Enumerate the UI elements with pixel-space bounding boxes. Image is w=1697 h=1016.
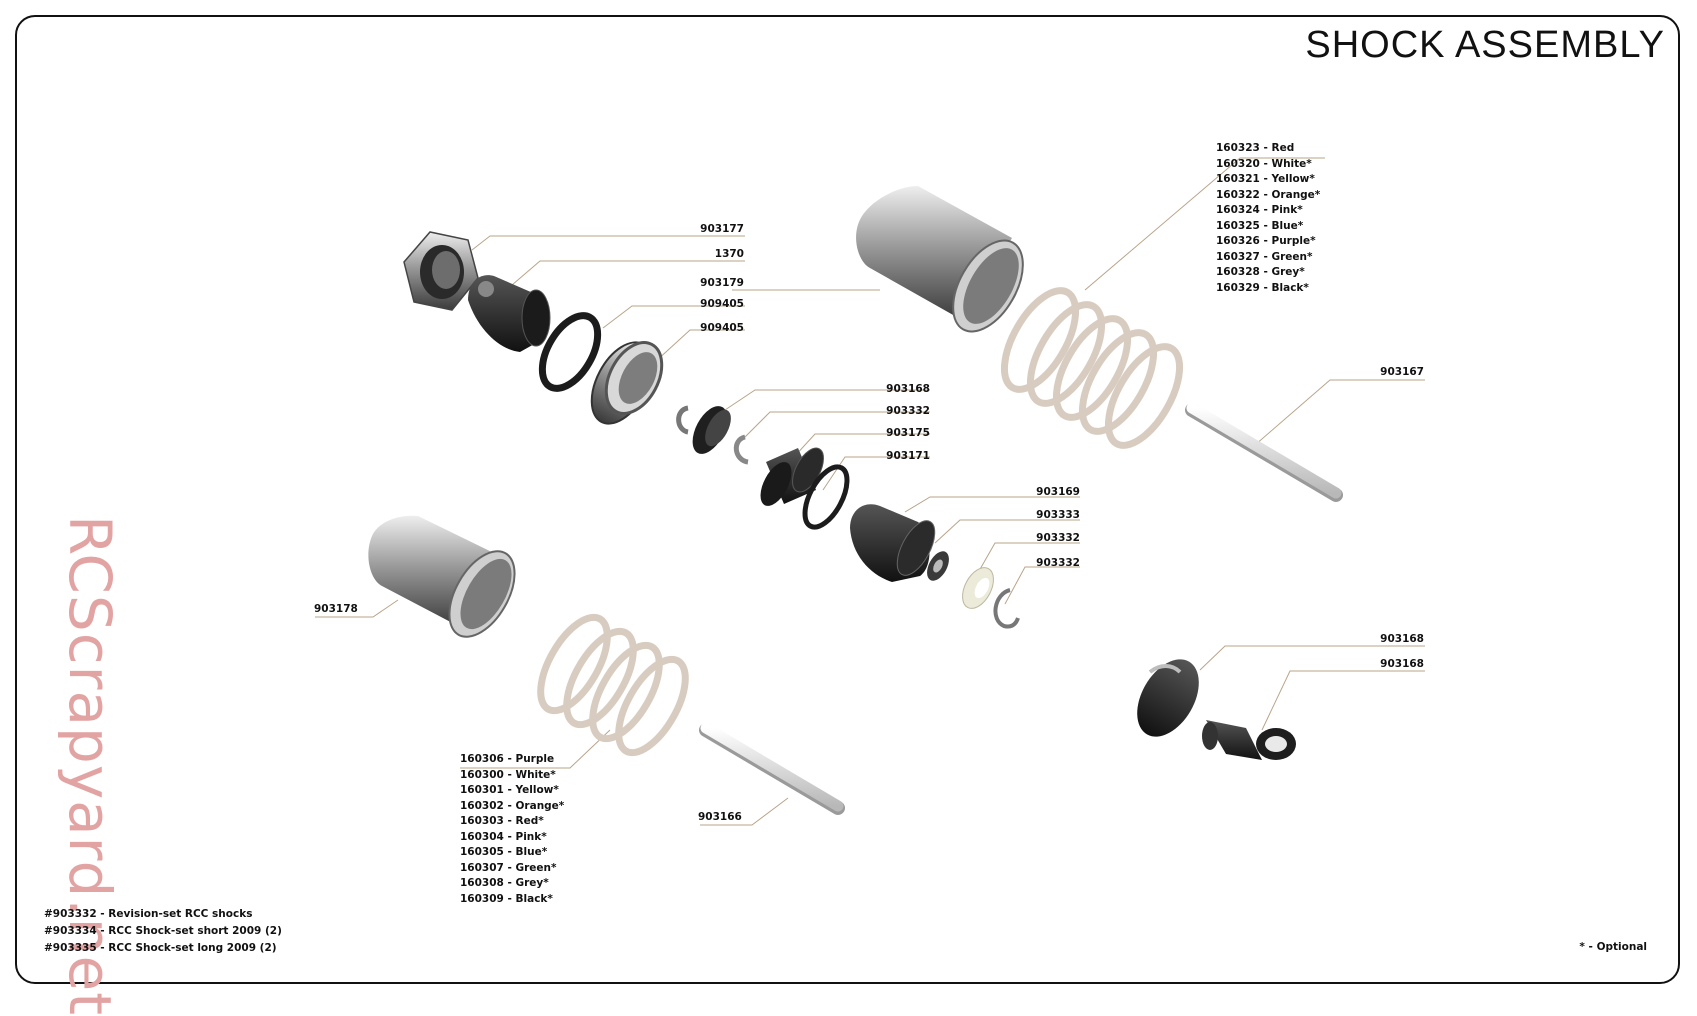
spring-short-4: 160303 - Red* [460,815,544,827]
label-903166: 903166 [698,811,742,823]
leader-lines [315,157,1425,826]
spring-short-9: 160309 - Black* [460,892,553,905]
spring-short-0: 160306 - Purple [460,753,555,765]
part-spring-short [537,613,689,757]
label-903169: 903169 [1036,486,1080,498]
label-903179: 903179 [700,277,744,289]
part-903179-oring [538,312,602,392]
label-909405-b: 909405 [700,322,744,334]
spring-short-8: 160308 - Grey* [460,877,549,889]
spring-short-7: 160307 - Green* [460,861,557,874]
spring-long-5: 160325 - Blue* [1216,219,1304,232]
label-903332-a: 903332 [886,405,930,417]
label-903333: 903333 [1036,509,1080,521]
label-903177: 903177 [700,223,744,235]
optional-note: * - Optional [1579,941,1647,953]
label-903332-b: 903332 [1036,532,1080,544]
label-903178: 903178 [314,603,358,615]
label-903171: 903171 [886,450,930,462]
part-903333-washer [927,551,949,581]
part-903166-rod-short [699,722,845,815]
spring-long-4: 160324 - Pink* [1216,204,1303,216]
spring-long-2: 160321 - Yellow* [1216,173,1315,185]
spring-long-9: 160329 - Black* [1216,281,1309,294]
label-909405-a: 909405 [700,298,744,310]
part-903168-piston [692,406,731,454]
label-903168-a: 903168 [886,383,930,395]
part-903177-nut [403,231,479,311]
label-903168-c: 903168 [1380,658,1424,670]
label-903168-b: 903168 [1380,633,1424,645]
part-clip-b [733,434,749,465]
page-title: SHOCK ASSEMBLY [1305,24,1665,66]
spring-list-short: 160306 - Purple 160300 - White* 160301 -… [460,752,564,907]
spring-list-long: 160323 - Red 160320 - White* 160321 - Ye… [1216,141,1320,296]
label-903175: 903175 [886,427,930,439]
part-903168-spring-cup [1137,659,1199,737]
label-1370: 1370 [714,248,744,260]
part-903178-shock-body-short [368,515,516,638]
part-903169-bottom-cap [850,504,936,582]
shock-set-2: #903335 - RCC Shock-set long 2009 (2) [44,942,277,954]
part-903332-clip [993,588,1020,629]
part-1370-cap [468,275,551,352]
spring-long-1: 160320 - White* [1216,157,1312,170]
spring-short-2: 160301 - Yellow* [460,784,559,796]
spring-short-1: 160300 - White* [460,768,556,781]
spring-long-6: 160326 - Purple* [1216,235,1316,247]
spring-long-0: 160323 - Red [1216,142,1295,154]
shock-set-1: #903334 - RCC Shock-set short 2009 (2) [44,925,282,937]
part-903175-bushing [760,447,824,506]
spring-short-3: 160302 - Orange* [460,799,565,812]
spring-short-5: 160304 - Pink* [460,830,547,843]
label-903332-c: 903332 [1036,557,1080,569]
shock-set-list: #903332 - Revision-set RCC shocks #90333… [44,906,282,957]
page-frame [15,15,1680,984]
part-903332-spacer [962,567,994,609]
part-903168-rod-end [1202,720,1296,760]
part-903179-shock-body-long [856,186,1024,333]
part-spring-long [1000,287,1184,449]
spring-long-7: 160327 - Green* [1216,250,1313,263]
shock-set-0: #903332 - Revision-set RCC shocks [44,908,253,920]
part-903171-oring [802,464,850,530]
spring-long-8: 160328 - Grey* [1216,266,1305,278]
part-clip-a [676,405,689,435]
spring-long-3: 160322 - Orange* [1216,188,1321,201]
label-903167: 903167 [1380,366,1424,378]
part-909405-collar [590,341,664,425]
spring-short-6: 160305 - Blue* [460,846,548,858]
part-903167-rod-long [1185,402,1343,502]
